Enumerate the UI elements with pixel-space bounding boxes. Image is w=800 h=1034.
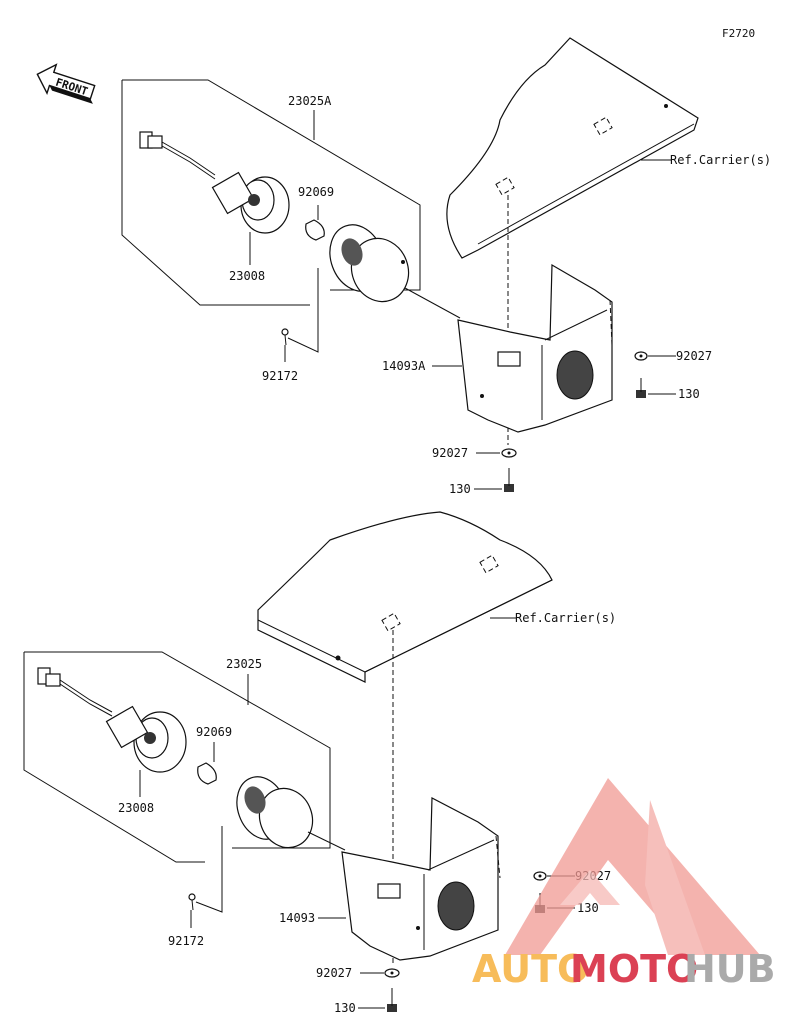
lower-screw-icon	[188, 893, 196, 911]
lower-right-bolt-label: 130	[577, 901, 599, 915]
lower-assembly-box-top	[24, 651, 331, 849]
upper-right-washer-label: 92027	[676, 349, 712, 363]
lower-bottom-bolt-label: 130	[334, 1001, 356, 1015]
upper-bulb-label: 92069	[298, 185, 334, 199]
lower-bottom-washer-label: 92027	[316, 966, 352, 980]
lower-bulb-label: 92069	[196, 725, 232, 739]
upper-bottom-bolt-label: 130	[449, 482, 471, 496]
upper-socket-icon	[211, 171, 290, 234]
watermark-logo-triangle-icon	[505, 778, 760, 955]
upper-screw-icon	[281, 328, 289, 346]
figure-code: F2720	[722, 27, 755, 40]
watermark-text-moto: MOTO	[570, 947, 698, 991]
lower-bracket-label: 14093	[279, 911, 315, 925]
watermark-text-hub: HUB	[684, 947, 776, 991]
upper-right-bolt-label: 130	[678, 387, 700, 401]
front-arrow-icon: FRONT	[36, 63, 96, 104]
lower-screw-label: 92172	[168, 934, 204, 948]
lower-bottom-washer-icon	[384, 968, 400, 978]
lower-socket-label: 23008	[118, 801, 154, 815]
upper-connector-icon	[139, 131, 216, 180]
lower-assembly: Ref.Carrier(s) 23025 23008 92069	[23, 511, 616, 1015]
upper-socket-label: 23008	[229, 269, 265, 283]
lower-right-washer-icon	[533, 871, 547, 881]
lower-lamp-housing-icon	[236, 776, 314, 849]
lower-bracket	[341, 797, 501, 961]
lower-bottom-bolt-icon	[387, 988, 397, 1012]
upper-assembly-part-label: 23025A	[288, 94, 332, 108]
watermark-text-auto: AUTO	[472, 947, 589, 991]
upper-bottom-washer-label: 92027	[432, 446, 468, 460]
upper-assembly-box-bottom	[121, 80, 310, 306]
watermark-logo: AUTO MOTO HUB	[472, 778, 776, 991]
lower-socket-icon	[105, 705, 187, 773]
lower-assembly-part-label: 23025	[226, 657, 262, 671]
upper-bracket-label: 14093A	[382, 359, 426, 373]
upper-screw-label: 92172	[262, 369, 298, 383]
upper-carrier-ref: Ref.Carrier(s)	[670, 153, 771, 167]
upper-bulb-icon	[305, 219, 325, 241]
upper-bottom-washer-icon	[501, 448, 517, 458]
upper-right-bolt-icon	[636, 378, 646, 398]
upper-lamp-housing-icon	[329, 224, 410, 303]
upper-assembly: 23025A 23008 92069	[121, 37, 771, 496]
lower-bulb-icon	[197, 762, 217, 785]
lower-carrier-plate	[257, 511, 553, 683]
upper-bottom-bolt-icon	[504, 468, 514, 492]
lower-connector-icon	[37, 667, 113, 717]
lower-carrier-ref: Ref.Carrier(s)	[515, 611, 616, 625]
upper-carrier-plate	[446, 37, 699, 259]
upper-right-washer-icon	[634, 351, 648, 361]
lower-assembly-box-bottom	[23, 652, 205, 863]
upper-bracket	[457, 263, 613, 433]
